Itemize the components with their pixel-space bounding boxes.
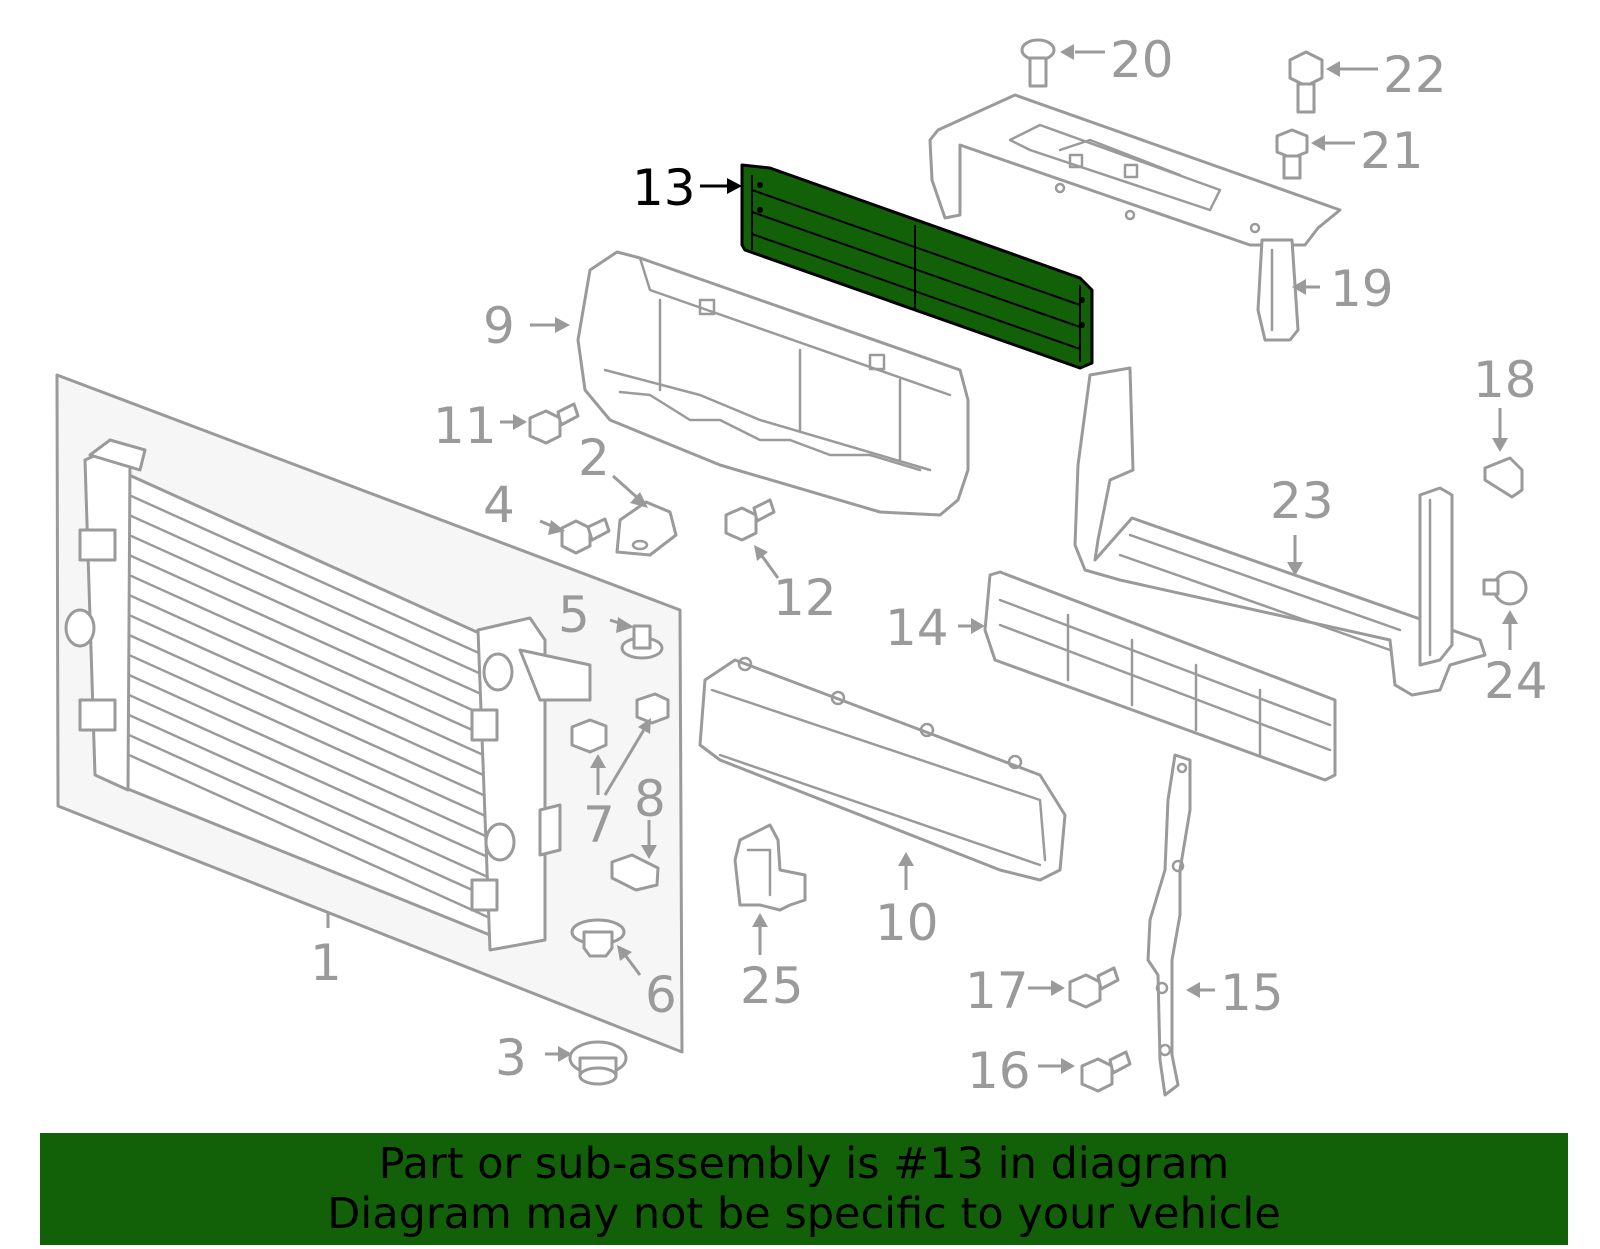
part-22-bolt: 22 [1288, 46, 1447, 114]
part-12-bolt: 12 [724, 498, 837, 627]
part-13-air-shutter-highlighted: 13 [632, 159, 1094, 370]
banner-line-disclaimer: Diagram may not be specific to your vehi… [327, 1189, 1281, 1239]
part-9-air-baffle-housing: 9 [483, 250, 970, 517]
part-11-bolt: 11 [433, 397, 580, 455]
part-16-bolt: 16 [967, 1042, 1132, 1100]
part-7-clips: 7 [570, 692, 670, 854]
callout-4: 4 [483, 476, 515, 534]
callout-6: 6 [645, 966, 677, 1024]
callout-10: 10 [875, 894, 939, 952]
part-23-lower-support: 23 [1073, 366, 1487, 697]
callout-1: 1 [310, 934, 342, 992]
part-2-bracket: 2 [578, 429, 678, 557]
part-4-bolt: 4 [483, 476, 611, 555]
callout-3: 3 [495, 1029, 527, 1087]
part-20-bolt: 20 [1020, 31, 1174, 89]
banner-line-part-number: Part or sub-assembly is #13 in diagram [378, 1139, 1230, 1189]
callout-23: 23 [1270, 472, 1334, 530]
callout-5: 5 [558, 586, 590, 644]
callout-7: 7 [583, 796, 615, 854]
part-25-bracket: 25 [733, 823, 807, 1015]
part-21-bolt: 21 [1275, 122, 1424, 180]
part-3-grommet: 3 [495, 1029, 628, 1087]
callout-22: 22 [1383, 46, 1447, 104]
part-1-radiator: 1 [55, 373, 684, 1054]
part-10-lower-frame: 10 [698, 656, 1067, 952]
part-24-clip: 24 [1482, 570, 1548, 710]
part-19-upper-tie-bar: 19 [928, 93, 1394, 342]
callout-9: 9 [483, 297, 515, 355]
callout-15: 15 [1220, 964, 1284, 1022]
part-18-cover: 18 [1473, 351, 1537, 499]
callout-18: 18 [1473, 351, 1537, 409]
part-15-side-bracket: 15 [1146, 753, 1284, 1097]
callout-13: 13 [632, 159, 696, 217]
callout-8: 8 [634, 770, 666, 828]
part-14-grille-insert: 14 [885, 570, 1337, 782]
callout-17: 17 [965, 962, 1029, 1020]
part-8-clip: 8 [610, 770, 666, 892]
callout-21: 21 [1360, 122, 1424, 180]
callout-24: 24 [1484, 652, 1548, 710]
callout-2: 2 [578, 429, 610, 487]
callout-11: 11 [433, 397, 497, 455]
part-17-bolt: 17 [965, 962, 1120, 1020]
part-6-clip: 6 [570, 918, 677, 1024]
info-banner: Part or sub-assembly is #13 in diagram D… [40, 1133, 1568, 1245]
callout-20: 20 [1110, 31, 1174, 89]
callout-12: 12 [773, 569, 837, 627]
callout-16: 16 [967, 1042, 1031, 1100]
callout-25: 25 [740, 957, 804, 1015]
callout-19: 19 [1330, 260, 1394, 318]
callout-14: 14 [885, 599, 949, 657]
part-5-push-pin: 5 [558, 586, 664, 660]
